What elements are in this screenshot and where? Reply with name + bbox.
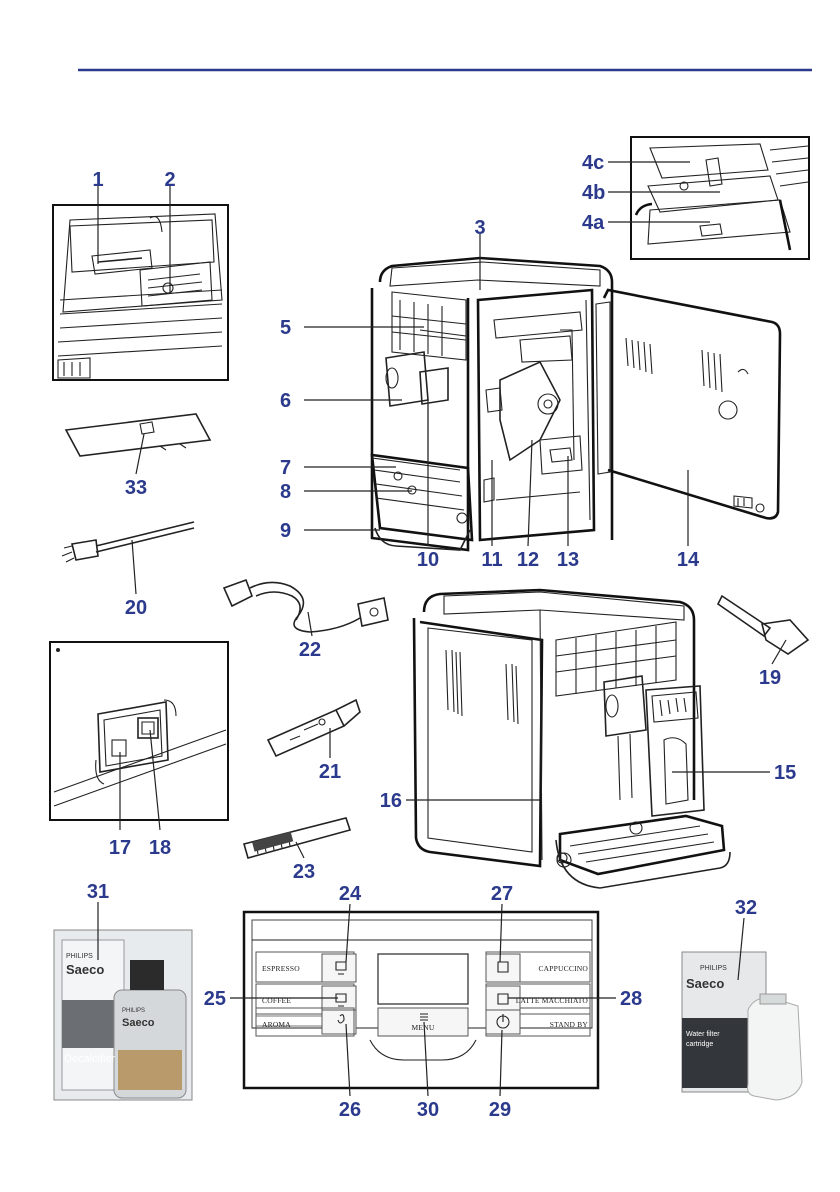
control-panel: ESPRESSO COFFEE AROMA CAPPUCCINO LATTE M… (244, 912, 598, 1088)
callout-7: 7 (280, 457, 291, 479)
cappuccino-button[interactable]: CAPPUCCINO (538, 964, 588, 973)
menu-button[interactable]: MENU (412, 1023, 435, 1032)
decalcifier-brand: PHILIPS (66, 953, 93, 960)
callout-24: 24 (339, 883, 362, 905)
callout-15: 15 (774, 762, 796, 784)
callout-11: 11 (481, 549, 502, 571)
decalcifier-logo-bottle: Saeco (122, 1017, 155, 1029)
callout-1: 1 (92, 169, 103, 191)
callout-28: 28 (620, 988, 642, 1010)
callout-5: 5 (280, 317, 291, 339)
callout-27: 27 (491, 883, 513, 905)
callout-29: 29 (489, 1099, 511, 1121)
product-water-filter: PHILIPS Saeco Water filter cartridge (682, 952, 802, 1100)
filter-name-line2: cartridge (686, 1041, 713, 1048)
filter-brand: PHILIPS (700, 965, 727, 972)
filter-name-line1: Water filter (686, 1031, 720, 1038)
callout-19: 19 (759, 667, 781, 689)
machine-door-open (372, 258, 780, 550)
callout-17: 17 (109, 837, 131, 859)
callout-10: 10 (417, 549, 439, 571)
accessory-measuring-scoop-19 (718, 596, 808, 654)
callout-16: 16 (380, 790, 402, 812)
callout-9: 9 (280, 520, 291, 542)
accessory-power-cord-22 (224, 580, 388, 632)
callout-13: 13 (557, 549, 579, 571)
inset-water-tank (631, 137, 809, 259)
callout-23: 23 (293, 861, 315, 883)
machine-front-view (414, 590, 730, 888)
callout-26: 26 (339, 1099, 361, 1121)
callout-2: 2 (164, 169, 175, 191)
callout-31: 31 (87, 881, 109, 903)
callout-4c: 4c (582, 152, 604, 174)
callout-22: 22 (299, 639, 321, 661)
latte-macchiato-button[interactable]: LATTE MACCHIATO (516, 996, 589, 1005)
inset-power-switch (50, 642, 228, 820)
accessory-cover-33 (66, 414, 210, 456)
accessory-grease-21 (268, 700, 360, 756)
callout-14: 14 (677, 549, 700, 571)
callout-21: 21 (319, 761, 341, 783)
decalcifier-logo: Saeco (66, 962, 104, 977)
stand-by-button[interactable]: STAND BY (550, 1020, 589, 1029)
callout-18: 18 (149, 837, 171, 859)
callout-4a: 4a (582, 212, 605, 234)
callout-30: 30 (417, 1099, 439, 1121)
accessory-brush-20 (62, 522, 194, 562)
espresso-button[interactable]: ESPRESSO (262, 964, 300, 973)
product-decalcifier: PHILIPS Saeco PHILIPS Saeco Decalcifier (54, 930, 192, 1100)
filter-logo: Saeco (686, 976, 724, 991)
callout-12: 12 (517, 549, 539, 571)
decalcifier-brand-bottle: PHILIPS (122, 1008, 145, 1014)
callout-33: 33 (125, 477, 147, 499)
callout-6: 6 (280, 390, 291, 412)
accessory-test-strip-23 (244, 818, 350, 858)
inset-top-view (53, 205, 228, 380)
callout-3: 3 (474, 217, 485, 239)
decalcifier-name: Decalcifier (64, 1053, 116, 1065)
aroma-button[interactable]: AROMA (262, 1020, 291, 1029)
callout-20: 20 (125, 597, 147, 619)
callout-32: 32 (735, 897, 757, 919)
coffee-button[interactable]: COFFEE (262, 996, 291, 1005)
callout-4b: 4b (582, 182, 605, 204)
callout-8: 8 (280, 481, 291, 503)
callout-25: 25 (204, 988, 226, 1010)
